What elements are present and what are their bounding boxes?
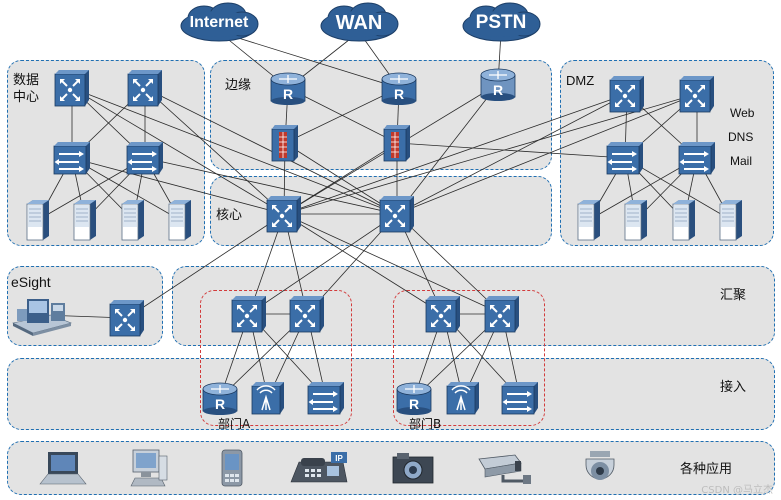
internet-label: Internet <box>189 14 249 31</box>
dmz-l2-switch-1 <box>605 140 645 176</box>
link-line <box>396 93 698 215</box>
department-b-label: 部门B <box>409 417 442 431</box>
aggregation-label: 汇聚 <box>720 288 747 303</box>
link-line <box>144 87 285 215</box>
link-line <box>396 142 626 159</box>
edge-label: 边缘 <box>225 78 252 93</box>
surveillance-camera-icon <box>475 451 533 485</box>
laptop-icon <box>38 450 88 486</box>
link-line <box>283 213 444 315</box>
video-camera-icon <box>389 449 437 487</box>
datacenter-l2-switch-1 <box>52 140 92 176</box>
link-line <box>144 157 398 215</box>
svg-text:R: R <box>283 86 293 102</box>
link-line <box>283 93 628 215</box>
link-line <box>284 87 400 144</box>
svg-text:R: R <box>493 82 503 98</box>
aggregation-switch-b1 <box>424 294 462 334</box>
link-line <box>248 213 398 315</box>
dome-camera-icon <box>580 449 620 487</box>
pstn-voice-gateway: R <box>479 66 517 102</box>
access-label: 接入 <box>720 380 747 395</box>
access-router-b: R <box>395 380 433 416</box>
aggregation-switch-a1 <box>230 294 268 334</box>
dmz-service-web: Web <box>730 106 755 120</box>
dmz-service-dns: DNS <box>728 130 754 144</box>
edge-firewall-1 <box>270 123 300 163</box>
department-a-group <box>200 290 352 426</box>
datacenter-l3-switch-1 <box>53 68 91 108</box>
link-line <box>396 93 628 215</box>
edge-router-2: R <box>380 70 418 106</box>
wan-cloud: WAN <box>316 2 402 44</box>
aggregation-switch-b2 <box>483 294 521 334</box>
access-wlan-ap-a <box>250 380 286 416</box>
dmz-l3-switch-1 <box>608 74 646 114</box>
datacenter-server-2 <box>72 198 98 242</box>
link-line <box>71 157 181 221</box>
esight-management-server <box>11 293 73 337</box>
internet-cloud: Internet <box>176 2 262 44</box>
access-wlan-ap-b <box>445 380 481 416</box>
link-line <box>396 213 503 315</box>
link-line <box>71 87 285 215</box>
svg-text:R: R <box>394 86 404 102</box>
dmz-l3-switch-2 <box>678 74 716 114</box>
datacenter-l2-switch-2 <box>125 140 165 176</box>
dmz-server-1 <box>576 198 602 242</box>
link-line <box>283 213 503 315</box>
datacenter-server-1 <box>25 198 51 242</box>
core-switch-1 <box>265 194 303 234</box>
desktop-pc-icon <box>125 448 169 488</box>
pstn-label: PSTN <box>475 12 527 33</box>
aggregation-switch-a2 <box>288 294 326 334</box>
dmz-l2-switch-2 <box>677 140 717 176</box>
link-line <box>283 93 698 215</box>
access-switch-a <box>306 380 346 416</box>
zone-access <box>7 358 775 430</box>
link-line <box>71 157 285 215</box>
edge-firewall-2 <box>382 123 412 163</box>
zone-aggregation <box>172 266 775 346</box>
datacenter-l3-switch-2 <box>126 68 164 108</box>
pstn-cloud: PSTN <box>458 2 544 44</box>
svg-text:R: R <box>215 396 225 412</box>
link-line <box>126 213 285 319</box>
department-b-group <box>393 290 545 426</box>
esight-switch <box>108 298 146 338</box>
link-line <box>396 83 499 215</box>
dmz-service-mail: Mail <box>730 154 753 168</box>
dmz-server-2 <box>623 198 649 242</box>
dmz-server-3 <box>671 198 697 242</box>
svg-text:IP: IP <box>335 454 343 463</box>
edge-router-1: R <box>269 70 307 106</box>
apps-label: 各种应用 <box>680 462 733 477</box>
access-router-a: R <box>201 380 239 416</box>
core-switch-2 <box>378 194 416 234</box>
dmz-server-4 <box>718 198 744 242</box>
access-switch-b <box>500 380 540 416</box>
ip-phone-icon: IP <box>287 450 349 486</box>
link-line <box>218 31 400 89</box>
dmz-label: DMZ <box>566 73 595 88</box>
esight-label: eSight <box>11 274 51 290</box>
wan-label: WAN <box>335 11 383 34</box>
svg-text:R: R <box>409 396 419 412</box>
watermark: CSDN @马立杰 <box>701 485 773 496</box>
datacenter-server-3 <box>120 198 146 242</box>
pda-icon <box>217 448 247 488</box>
datacenter-label: 数据 中心 <box>13 73 40 105</box>
department-a-label: 部门A <box>218 417 251 431</box>
datacenter-server-4 <box>167 198 193 242</box>
core-label: 核心 <box>216 208 243 223</box>
